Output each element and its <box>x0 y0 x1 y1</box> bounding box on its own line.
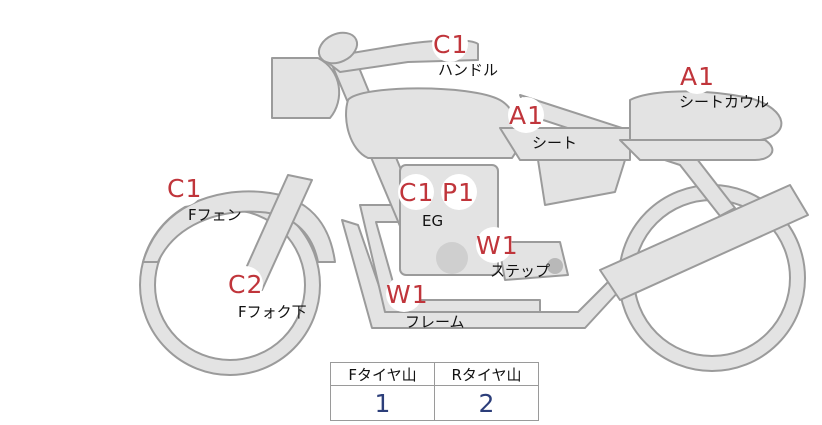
frame-code: W1 <box>386 280 429 309</box>
fuel-tank <box>345 87 521 159</box>
engine-label: EG <box>422 212 444 230</box>
seat-body <box>499 127 631 161</box>
seat-cowl-code: A1 <box>680 62 716 91</box>
seat-cowl <box>629 90 783 141</box>
badge-seat <box>508 97 544 133</box>
side-cover <box>537 159 626 206</box>
handle-label: ハンドル <box>438 61 499 79</box>
engine-code-p1: P1 <box>442 178 475 207</box>
badge-handle <box>432 26 468 62</box>
seat-label: シート <box>532 134 578 152</box>
badge-seat-cowl <box>679 58 715 94</box>
front-fork <box>237 174 313 291</box>
rear-tire-header: Rタイヤ山 <box>434 362 539 386</box>
f-fender-label: Fフェン <box>188 206 242 224</box>
seat-code: A1 <box>509 101 545 130</box>
badge-frame <box>386 276 422 312</box>
step-label: ステップ <box>490 262 551 280</box>
tail-section <box>619 139 774 161</box>
front-tire-value: 1 <box>330 385 435 421</box>
badge-f-fork <box>227 266 263 302</box>
f-fork-code: C2 <box>228 270 264 299</box>
f-fork-label: Fフォク下 <box>238 303 307 321</box>
front-tire-header: Fタイヤ山 <box>330 362 435 386</box>
badge-f-fender <box>166 170 202 206</box>
seat-cowl-label: シートカウル <box>679 93 770 111</box>
frame-label: フレーム <box>405 313 465 331</box>
badge-engine-p1 <box>441 174 477 210</box>
f-fender-code: C1 <box>167 174 203 203</box>
badge-step <box>476 227 512 263</box>
tire-tread-table: Fタイヤ山 Rタイヤ山 1 2 <box>330 362 539 421</box>
muffler <box>599 184 809 301</box>
step-code: W1 <box>476 231 519 260</box>
engine-code-c1: C1 <box>399 178 435 207</box>
engine-cover <box>436 242 468 274</box>
badge-engine-c1 <box>398 174 434 210</box>
handle-code: C1 <box>433 30 469 59</box>
step-peg <box>547 258 563 274</box>
headlight-cowl <box>271 57 341 119</box>
mirror <box>317 31 359 65</box>
rear-tire-value: 2 <box>434 385 539 421</box>
